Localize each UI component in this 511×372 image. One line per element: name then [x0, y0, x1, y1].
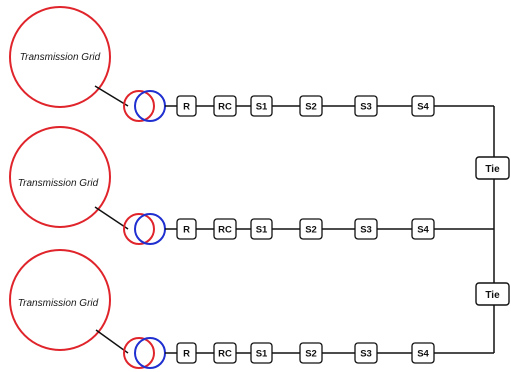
feeder-2: Transmission Grid R RC S1 S2 S3 [9, 126, 494, 245]
device-s4: S4 [411, 95, 435, 117]
device-label: S4 [417, 349, 429, 360]
transformer-primary-winding [123, 90, 155, 122]
device-s3: S3 [354, 342, 378, 364]
grid-circle [9, 126, 111, 228]
device-s1: S1 [250, 218, 273, 240]
grid-label: Transmission Grid [18, 178, 99, 189]
grid-circle [9, 249, 111, 351]
tie-label: Tie [485, 164, 500, 175]
device-rc: RC [213, 95, 237, 117]
device-r: R [176, 95, 197, 117]
grid-connection-line [95, 329, 129, 354]
device-label: S2 [305, 225, 317, 236]
grid-circle [9, 6, 111, 108]
transformer-primary-winding [123, 337, 155, 369]
transformer-3 [123, 337, 166, 369]
device-s1: S1 [250, 95, 273, 117]
device-label: S3 [360, 225, 372, 236]
device-label: S2 [305, 102, 317, 113]
device-rc: RC [213, 218, 237, 240]
device-label: S1 [256, 102, 268, 113]
device-s2: S2 [299, 342, 323, 364]
device-rc: RC [213, 342, 237, 364]
device-label: RC [218, 102, 232, 113]
device-s2: S2 [299, 95, 323, 117]
device-r: R [176, 218, 197, 240]
device-label: R [183, 349, 190, 360]
tie-label: Tie [485, 290, 500, 301]
grid-label: Transmission Grid [18, 298, 99, 309]
device-label: RC [218, 349, 232, 360]
transmission-grid-2: Transmission Grid [9, 126, 111, 228]
transformer-primary-winding [123, 213, 155, 245]
device-s2: S2 [299, 218, 323, 240]
device-label: S1 [256, 349, 268, 360]
device-s4: S4 [411, 342, 435, 364]
device-s3: S3 [354, 218, 378, 240]
tie-switch-1: Tie [475, 156, 510, 180]
device-label: RC [218, 225, 232, 236]
transformer-2 [123, 213, 166, 245]
device-r: R [176, 342, 197, 364]
device-label: S4 [417, 102, 429, 113]
transformer-1 [123, 90, 166, 122]
device-label: S3 [360, 349, 372, 360]
device-s3: S3 [354, 95, 378, 117]
feeder-3: Transmission Grid R RC S1 S2 S3 [9, 249, 494, 369]
tie-switch-2: Tie [475, 282, 510, 306]
transmission-grid-3: Transmission Grid [9, 249, 111, 351]
device-s1: S1 [250, 342, 273, 364]
device-label: S4 [417, 225, 429, 236]
device-label: S3 [360, 102, 372, 113]
tie-bus: Tie Tie [475, 106, 510, 353]
transmission-grid-1: Transmission Grid [9, 6, 111, 108]
device-label: S1 [256, 225, 268, 236]
device-label: S2 [305, 349, 317, 360]
device-s4: S4 [411, 218, 435, 240]
device-label: R [183, 225, 190, 236]
grid-label: Transmission Grid [20, 52, 101, 63]
grid-connection-line [94, 206, 129, 230]
feeder-1: Transmission Grid R RC S1 S2 S3 [9, 6, 494, 122]
device-label: R [183, 102, 190, 113]
grid-connection-line [94, 85, 129, 107]
